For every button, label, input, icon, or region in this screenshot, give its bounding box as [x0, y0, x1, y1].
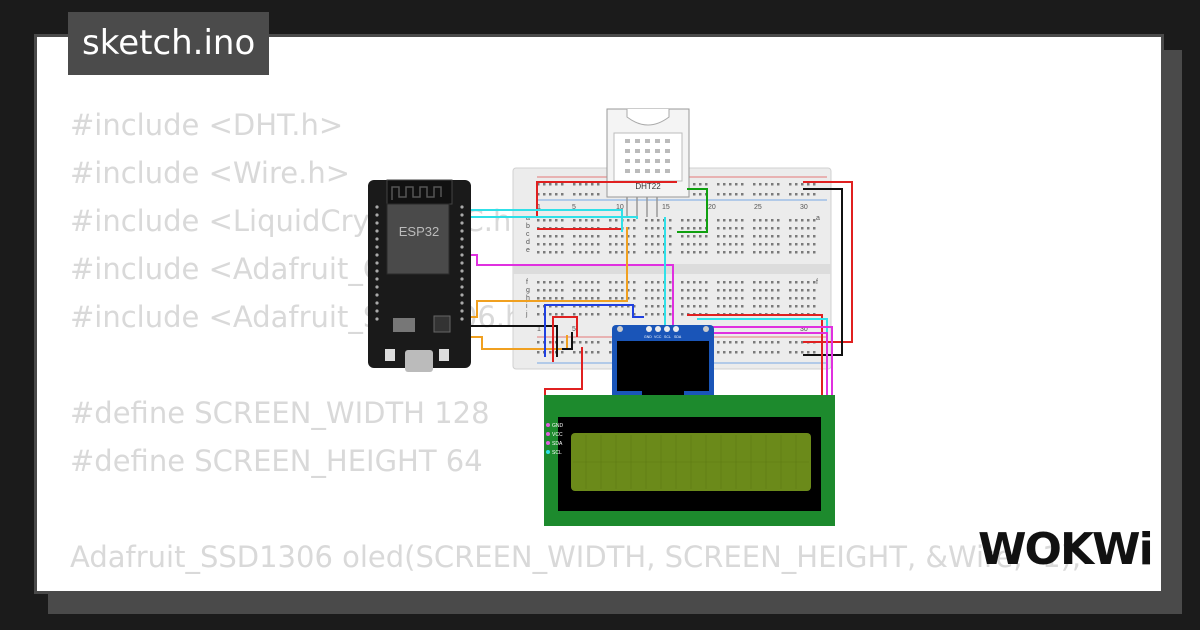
lcd-pin-scl: SCL — [552, 450, 562, 456]
esp32-label: ESP32 — [399, 224, 439, 239]
column-number-1: 1 — [537, 204, 541, 211]
column-number-15: 15 — [662, 204, 670, 211]
code-line-2: #include <Wire.h> — [70, 156, 351, 190]
row-letter-f: f — [526, 279, 528, 286]
oled-pin-scl: SCL — [664, 335, 671, 339]
code-line-7: #define SCREEN_WIDTH 128 — [70, 396, 490, 430]
row-letter-f-right: f — [816, 279, 818, 286]
column-number-30-bottom: 30 — [800, 326, 808, 333]
dht22-sensor[interactable]: DHT22 — [606, 108, 690, 217]
column-number-20: 20 — [708, 204, 716, 211]
row-letter-c: c — [526, 231, 530, 238]
wokwi-logo-text: WOKWi — [978, 524, 1152, 575]
wokwi-logo: WOKWi — [978, 524, 1154, 575]
oled-display[interactable]: GND VCC SCL SDA — [612, 325, 714, 404]
column-number-1-bottom: 1 — [537, 326, 541, 333]
lcd-pin-sda: SDA — [552, 441, 563, 447]
row-letter-d: d — [526, 239, 530, 246]
column-number-5: 5 — [572, 204, 576, 211]
column-number-25: 25 — [754, 204, 762, 211]
row-letter-g: g — [526, 287, 530, 294]
row-letter-a: a — [526, 215, 530, 222]
row-letter-j: j — [525, 311, 528, 318]
column-number-30: 30 — [800, 204, 808, 211]
lcd-pin-gnd: GND — [552, 423, 564, 429]
row-letter-e: e — [526, 247, 530, 254]
row-letter-a-right: a — [816, 215, 820, 222]
column-number-5-bottom: 5 — [572, 326, 576, 333]
oled-pin-sda: SDA — [674, 335, 682, 339]
code-editor: #include <DHT.h>#include <Wire.h>#includ… — [70, 101, 1082, 581]
lcd-pin-vcc: VCC — [552, 432, 563, 438]
code-line-8: #define SCREEN_HEIGHT 64 — [70, 444, 483, 478]
dht22-label: DHT22 — [635, 182, 661, 191]
code-line-10: Adafruit_SSD1306 oled(SCREEN_WIDTH, SCRE… — [70, 540, 1082, 574]
code-line-1: #include <DHT.h> — [70, 108, 344, 142]
simulation-canvas[interactable]: 1 5 10 15 20 25 30 1 5 30 a b c d e f g … — [37, 37, 1164, 594]
row-letter-b: b — [526, 223, 530, 230]
preview-card: #include <DHT.h>#include <Wire.h>#includ… — [34, 34, 1164, 594]
oled-pin-vcc: VCC — [654, 335, 662, 339]
lcd-display[interactable]: GND VCC SDA SCL — [544, 395, 835, 526]
row-letter-i: i — [526, 303, 528, 310]
column-number-10: 10 — [616, 204, 624, 211]
row-letter-h: h — [526, 295, 530, 302]
oled-pin-gnd: GND — [644, 335, 652, 339]
esp32-board[interactable]: ESP32 — [368, 179, 471, 372]
file-tab[interactable]: sketch.ino — [68, 12, 270, 75]
